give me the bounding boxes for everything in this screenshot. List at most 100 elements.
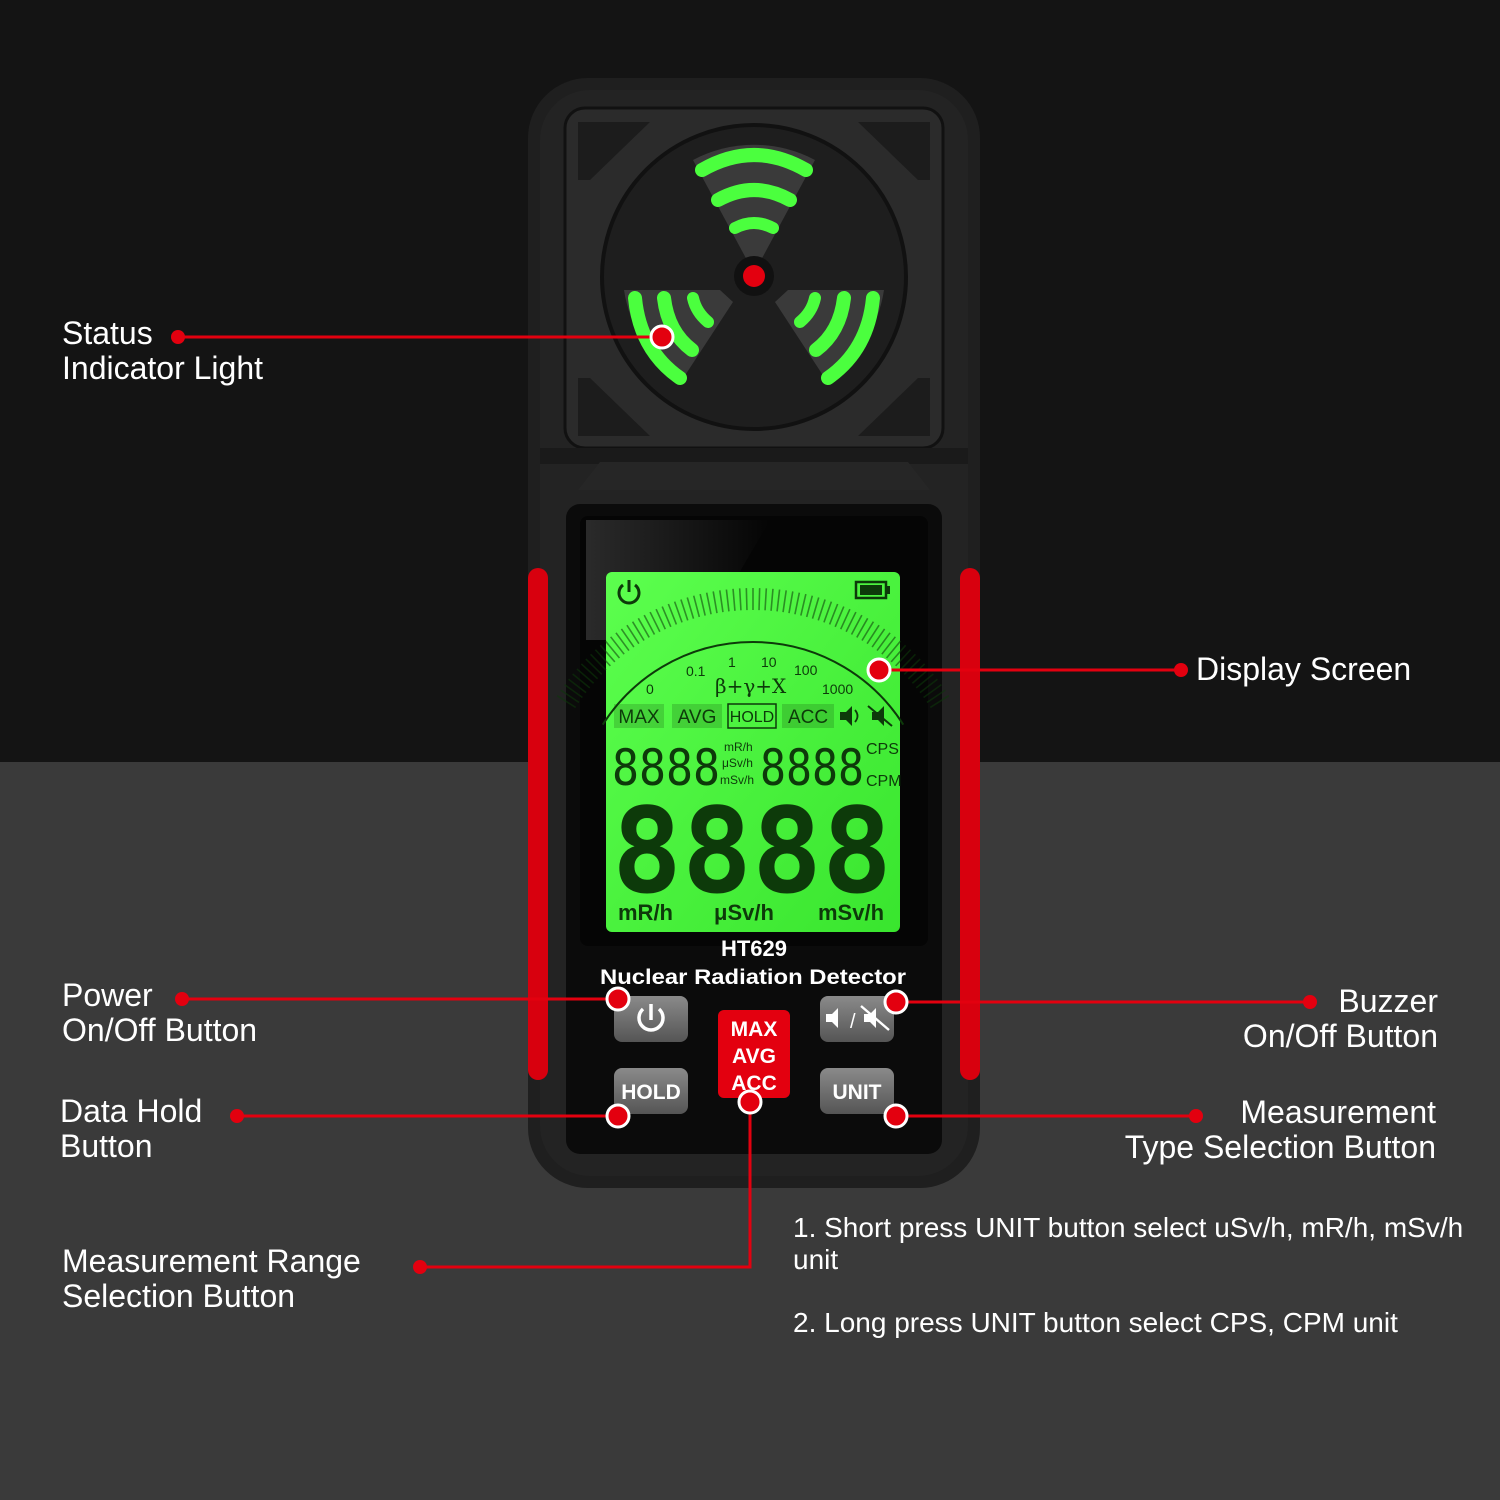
lcd-scale-tick: [915, 673, 934, 689]
lcd-small-unit: mSv/h: [720, 773, 754, 787]
lcd-scale-tick: [568, 678, 587, 694]
lcd-scale-tick: [850, 614, 863, 635]
lcd-main-unit: mSv/h: [818, 900, 884, 925]
lcd-small-unit: μSv/h: [722, 756, 753, 770]
lcd-scale-tick: [655, 608, 667, 630]
callout-display-screen: Display Screen: [1196, 651, 1412, 687]
lcd-scale-tick: [564, 683, 583, 699]
mute-icon: [860, 1005, 890, 1031]
lcd-scale-tick: [661, 606, 672, 628]
callout-unit-button: Measurement Type Selection Button: [1124, 1094, 1436, 1165]
lcd-scale-tick: [845, 611, 857, 633]
lcd-scale-tick: [899, 653, 916, 671]
lcd-scale-tick: [576, 668, 595, 684]
lcd-scale-tick: [680, 599, 689, 621]
lcd-speaker-icon: [840, 706, 859, 726]
lcd-scale-tick: [895, 649, 912, 667]
lcd-scale-tick: [580, 663, 599, 680]
unit-button[interactable]: UNIT: [820, 1068, 894, 1114]
lcd-scale-arc: [601, 641, 905, 726]
lcd-scale-label: 0.1: [686, 663, 706, 679]
lcd-scale-tick: [712, 591, 718, 614]
lcd-scale-tick: [610, 636, 625, 655]
lcd-scale-tick: [615, 632, 630, 652]
lcd-mode-avg: AVG: [672, 704, 722, 728]
lcd-screen: 0 0.1 1 10 100 1000 β+γ+X MAX AVG HOLD A…: [556, 572, 950, 932]
range-button[interactable]: MAX AVG ACC: [718, 1010, 790, 1098]
power-button[interactable]: [614, 996, 688, 1042]
lcd-scale-tick: [919, 678, 938, 694]
svg-text:HOLD: HOLD: [730, 709, 774, 726]
lcd-mode-max: MAX: [614, 704, 664, 728]
lcd-scale-tick: [699, 593, 706, 616]
lcd-scale-tick: [800, 593, 807, 616]
lcd-scale-tick: [923, 683, 942, 699]
lcd-scale-tick: [620, 628, 635, 648]
lcd-scale-tick: [861, 621, 875, 641]
lcd-scale-tick: [604, 640, 621, 659]
lcd-scale-tick: [805, 595, 814, 618]
side-grip-left: [528, 568, 548, 1080]
lcd-scale-tick: [649, 611, 661, 633]
lcd-scale-tick: [705, 592, 712, 615]
lcd-scale-tick: [885, 640, 902, 659]
device-model: HT629: [721, 936, 787, 961]
lcd-scale-tick: [788, 591, 794, 614]
svg-text:HOLD: HOLD: [621, 1081, 681, 1104]
lcd-scale-tick: [673, 601, 683, 623]
svg-text:ACC: ACC: [731, 1072, 777, 1095]
lcd-scale-tick: [866, 624, 880, 645]
lcd-scale-tick: [856, 617, 869, 638]
lcd-scale-tick: [876, 632, 891, 652]
callout-lines: [178, 335, 1310, 1269]
lcd-scale-tick: [692, 595, 701, 618]
lcd-scale-tick: [732, 588, 736, 611]
hold-button[interactable]: HOLD: [614, 1068, 688, 1114]
svg-text:MAX: MAX: [618, 707, 660, 728]
lcd-radiation-types: β+γ+X: [715, 674, 787, 698]
lcd-scale-tick: [903, 658, 921, 675]
lcd-main-unit: μSv/h: [714, 900, 774, 925]
lcd-scale-tick: [926, 689, 946, 704]
callout-target-dots: [605, 324, 909, 1129]
lcd-scale-tick: [745, 588, 748, 611]
lcd-scale-tick: [594, 649, 611, 667]
lcd-scale-tick: [599, 644, 616, 663]
lcd-count-unit: CPS: [866, 741, 899, 758]
lcd-scale-label: 0: [646, 681, 654, 697]
svg-text:AVG: AVG: [732, 1045, 776, 1068]
unit-note-short-press: 1. Short press UNIT button select uSv/h,…: [793, 1212, 1464, 1275]
lcd-scale-tick: [828, 603, 839, 625]
callout-buzzer-button: Buzzer On/Off Button: [1242, 983, 1438, 1054]
lcd-scale-label: 100: [794, 662, 818, 678]
lcd-analog-scale: [556, 588, 950, 726]
callout-dots: [171, 330, 1317, 1274]
callout-range-button: Measurement Range Selection Button: [62, 1243, 361, 1314]
lcd-scale-tick: [560, 689, 580, 704]
buzzer-button[interactable]: /: [820, 996, 894, 1042]
lcd-scale-tick: [929, 695, 950, 709]
lcd-count-unit: CPM: [866, 773, 902, 790]
lcd-main-digits: 8888: [612, 782, 892, 920]
lcd-mute-icon: [867, 705, 893, 727]
lcd-small-digits-left: 8888: [612, 739, 720, 797]
callout-power-button: Power On/Off Button: [62, 977, 258, 1048]
lcd-scale-tick: [823, 601, 833, 623]
side-grip-right: [960, 568, 980, 1080]
lcd-scale-tick: [585, 658, 603, 675]
lcd-battery-icon: [854, 580, 890, 600]
lcd-scale-tick: [590, 653, 607, 671]
lcd-scale-tick: [839, 608, 851, 630]
lcd-scale-tick: [667, 603, 678, 625]
lcd-scale-tick: [811, 597, 820, 619]
lcd-scale-tick: [643, 614, 656, 635]
lcd-power-icon: [617, 580, 641, 605]
device-product-name: Nuclear Radiation Detector: [600, 966, 906, 989]
unit-note-long-press: 2. Long press UNIT button select CPS, CP…: [793, 1307, 1398, 1338]
lcd-scale-tick: [764, 588, 768, 611]
lcd-scale-tick: [572, 673, 591, 689]
callout-hold-button: Data Hold Button: [60, 1093, 203, 1164]
lcd-scale-label: 1000: [822, 681, 853, 697]
lcd-scale-tick: [881, 636, 896, 655]
